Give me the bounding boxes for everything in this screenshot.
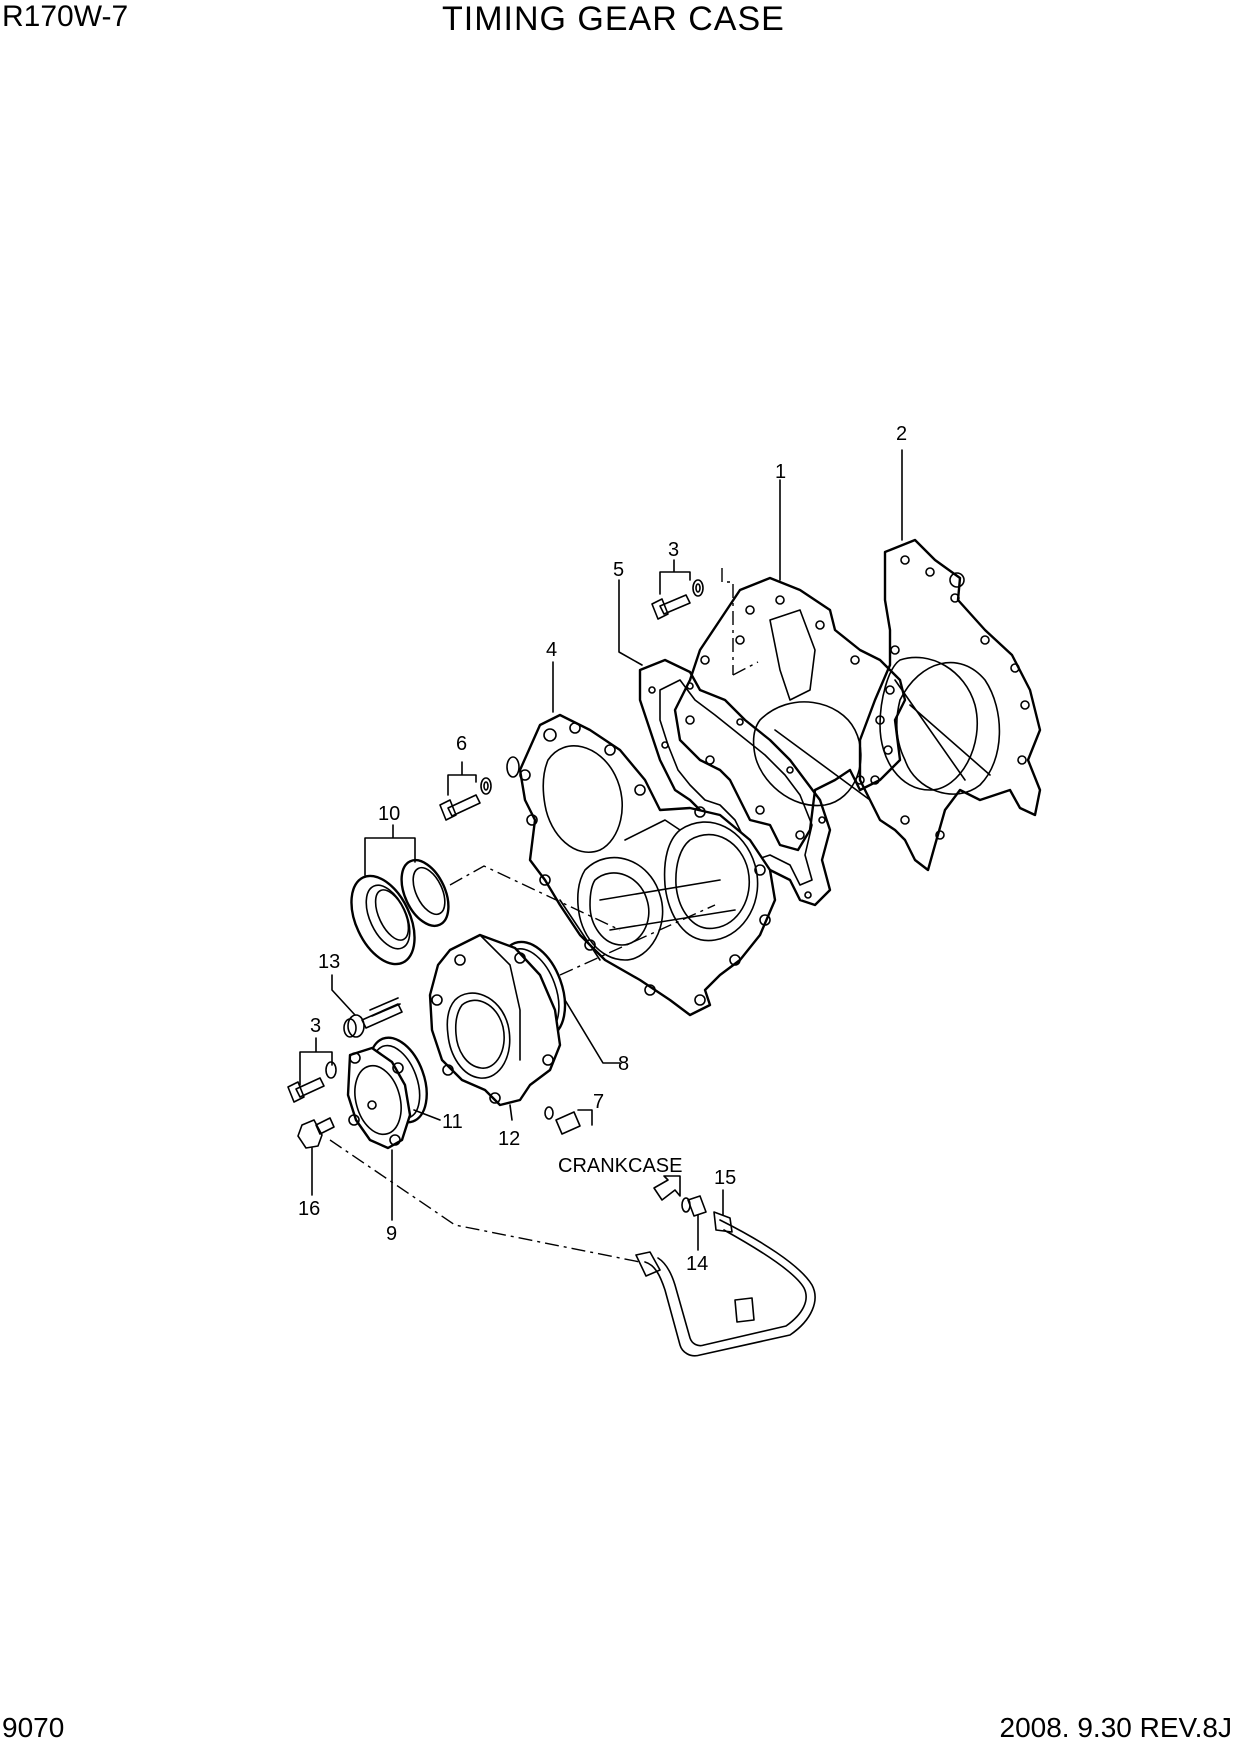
part-10-oil-seals	[350, 858, 450, 966]
part-14-connector	[681, 1195, 707, 1217]
crankcase-label: CRANKCASE	[558, 1155, 682, 1177]
part-2-gasket-plate	[858, 538, 1042, 872]
part-9-cover	[346, 1046, 412, 1150]
part-6-bolt-washer	[439, 756, 520, 821]
part-3-bolt-washer-upper	[651, 579, 704, 620]
part-3-bolt-washer-lower	[287, 1061, 337, 1103]
part-12-front-housing	[428, 933, 562, 1107]
callout-7: 7	[593, 1091, 604, 1113]
callout-3-lower: 3	[310, 1015, 321, 1037]
part-13-long-bolt	[343, 997, 403, 1038]
callout-14: 14	[686, 1253, 708, 1275]
callout-1: 1	[775, 461, 786, 483]
callout-6: 6	[456, 733, 467, 755]
model-label: R170W-7	[2, 0, 129, 33]
part-7-plug	[544, 1106, 581, 1135]
callout-8: 8	[618, 1053, 629, 1075]
page-title: TIMING GEAR CASE	[442, 0, 785, 38]
page-number: 9070	[2, 1712, 65, 1743]
callout-12: 12	[498, 1128, 520, 1150]
callout-3-upper: 3	[668, 539, 679, 561]
callout-4: 4	[546, 639, 557, 661]
alignment-dashed-lines	[329, 568, 759, 1263]
callout-11: 11	[442, 1111, 463, 1133]
part-4-timing-gear-case	[518, 713, 777, 1017]
crankcase-arrow-icon	[653, 1175, 681, 1201]
callout-16: 16	[298, 1198, 320, 1220]
callout-13: 13	[318, 951, 340, 973]
part-15-oil-pipe	[635, 1211, 816, 1357]
callout-5: 5	[613, 559, 624, 581]
callout-15: 15	[714, 1167, 736, 1189]
revision-date: 2008. 9.30 REV.8J	[999, 1712, 1232, 1743]
part-5-gasket	[638, 658, 832, 907]
callout-10: 10	[378, 803, 400, 825]
callout-leader-lines	[299, 449, 903, 1251]
callout-2: 2	[896, 423, 907, 445]
part-1-timing-plate	[673, 576, 979, 852]
part-16-fitting	[297, 1117, 335, 1149]
callout-9: 9	[386, 1223, 397, 1245]
